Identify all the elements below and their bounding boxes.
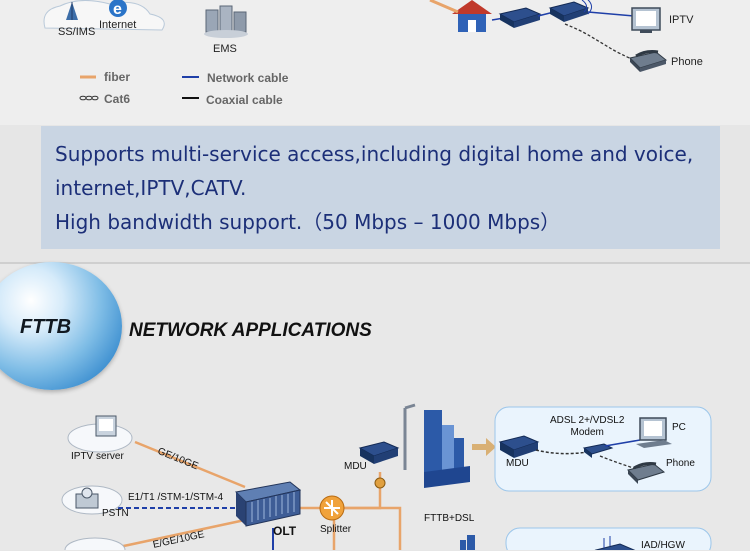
legend-cat6-chain — [80, 96, 98, 100]
iptv-server-label: IPTV server — [71, 451, 124, 462]
legend-coax-label: Coaxial cable — [206, 93, 283, 107]
modem-label: ADSL 2+/VDSL2 Modem — [550, 415, 624, 439]
pc-label: PC — [672, 422, 686, 433]
legend-cat6-label: Cat6 — [104, 92, 130, 106]
legend-network-label: Network cable — [207, 71, 288, 85]
iptv-label: IPTV — [669, 14, 693, 26]
banner-line-2: internet,IPTV,CATV. — [55, 171, 720, 205]
olt-device-icon — [236, 482, 300, 526]
cloud-shape — [65, 538, 125, 550]
fttb-dsl-label: FTTB+DSL — [424, 513, 474, 524]
router-icon — [550, 0, 592, 22]
svg-text:e: e — [113, 1, 122, 18]
olt-label: OLT — [273, 524, 296, 538]
banner-line-3: High bandwidth support.（50 Mbps – 1000 M… — [55, 205, 720, 239]
ont-device-icon — [500, 8, 540, 28]
phone-label: Phone — [671, 56, 703, 68]
feature-banner: Supports multi-service access,including … — [41, 126, 720, 249]
splitter-building-fiber — [344, 508, 400, 550]
building-icon — [460, 535, 475, 550]
ss-ims-label: SS/IMS — [58, 26, 95, 38]
connector-icon — [375, 478, 385, 488]
fttb-badge-label: FTTB — [20, 316, 71, 339]
phone-label-2: Phone — [666, 458, 695, 469]
splitter-icon — [320, 496, 344, 520]
house-icon — [452, 0, 492, 32]
section-title: NETWORK APPLICATIONS — [129, 320, 372, 342]
internet-label: Internet — [99, 19, 136, 31]
mdu2-label: MDU — [506, 458, 529, 469]
fttb-network-diagram — [0, 390, 750, 550]
pstn-label: PSTN — [102, 508, 129, 519]
tv-icon — [632, 8, 660, 33]
ems-label: EMS — [213, 43, 237, 55]
arrow-icon — [472, 438, 496, 456]
phone-icon — [630, 52, 666, 73]
building-icon — [405, 405, 470, 488]
ems-server-icon — [204, 6, 248, 38]
splitter-mdu-fiber — [344, 472, 380, 508]
iptv-server-icon — [68, 416, 132, 452]
legend-fiber-label: fiber — [104, 70, 130, 84]
splitter-label: Splitter — [320, 524, 351, 535]
iad-hgw-label: IAD/HGW — [641, 540, 685, 551]
banner-line-1: Supports multi-service access,including … — [55, 137, 720, 171]
e1-link-label: E1/T1 /STM-1/STM-4 — [128, 492, 223, 503]
mdu-label: MDU — [344, 461, 367, 472]
pc-icon — [636, 418, 672, 448]
